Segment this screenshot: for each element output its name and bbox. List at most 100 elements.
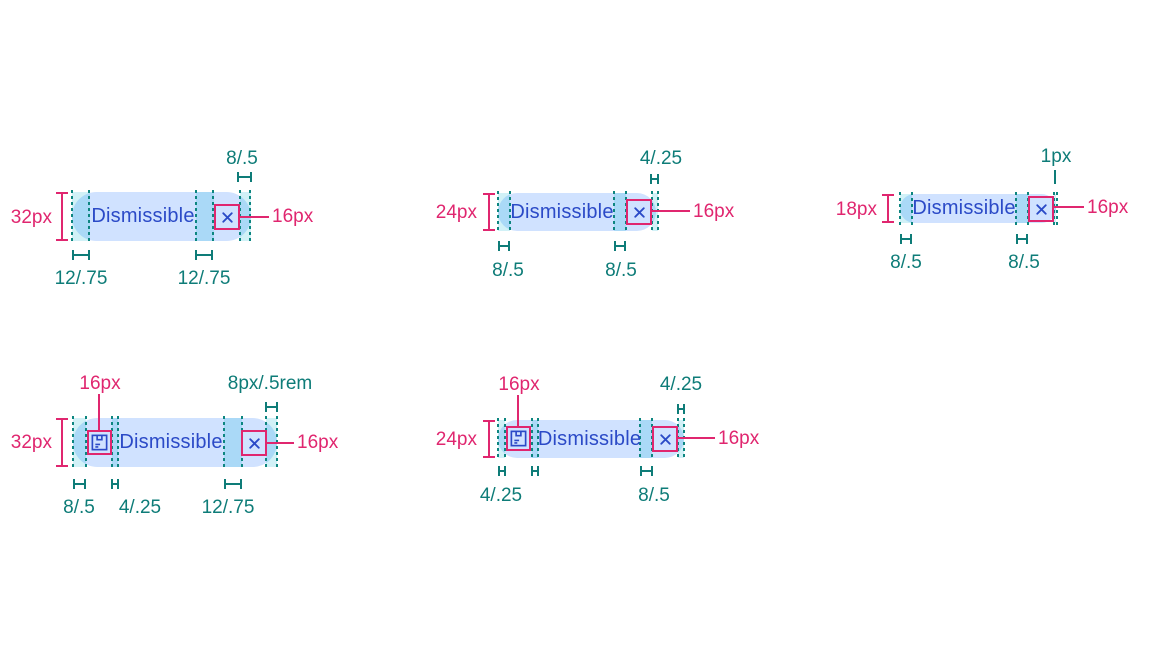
height-label: 24px bbox=[435, 429, 477, 450]
height-bracket bbox=[56, 192, 68, 241]
padding-highlight bbox=[72, 192, 90, 241]
gap-bracket bbox=[73, 479, 86, 489]
guide-line bbox=[111, 416, 113, 469]
close-size-label: 16px bbox=[297, 432, 339, 453]
guide-line bbox=[497, 418, 499, 460]
spacing-highlight bbox=[196, 192, 214, 241]
spacing-highlight bbox=[614, 193, 626, 231]
spacing-highlight bbox=[112, 418, 118, 467]
guide-line bbox=[117, 416, 119, 469]
gap-bracket bbox=[237, 172, 252, 182]
close-button-measure-box bbox=[652, 426, 678, 452]
gap-label: 4/.25 bbox=[639, 148, 683, 169]
guide-line bbox=[639, 418, 641, 460]
close-size-label: 16px bbox=[272, 206, 314, 227]
close-size-label: 16px bbox=[1087, 197, 1129, 218]
callout-line bbox=[267, 442, 294, 444]
gap-label: 8px/.5rem bbox=[227, 373, 313, 394]
gap-label: 12/.75 bbox=[201, 497, 255, 518]
guide-line bbox=[683, 418, 685, 460]
guide-line bbox=[85, 416, 87, 469]
gap-bracket bbox=[498, 466, 506, 476]
close-button-measure-box bbox=[626, 199, 652, 225]
callout-line bbox=[678, 437, 715, 439]
guide-line bbox=[71, 190, 73, 243]
gap-label: 8/.5 bbox=[1008, 252, 1040, 273]
padding-highlight bbox=[498, 420, 505, 458]
gap-label: 8/.5 bbox=[492, 260, 524, 281]
guide-line bbox=[677, 418, 679, 460]
icon-size-label: 16px bbox=[498, 374, 540, 395]
height-bracket bbox=[483, 420, 495, 458]
callout-line bbox=[1054, 206, 1084, 208]
padding-highlight bbox=[498, 193, 510, 231]
leading-icon-measure-box bbox=[506, 426, 531, 451]
close-icon bbox=[659, 433, 671, 445]
gap-label: 4/.25 bbox=[659, 374, 703, 395]
spacing-highlight bbox=[640, 420, 652, 458]
gap-label: 8/.5 bbox=[226, 148, 258, 169]
gap-label: 4/.25 bbox=[479, 485, 523, 506]
box-icon bbox=[91, 434, 108, 451]
guide-line bbox=[613, 191, 615, 233]
height-label: 24px bbox=[435, 202, 477, 223]
close-size-label: 16px bbox=[718, 428, 760, 449]
padding-highlight bbox=[652, 193, 658, 231]
close-button-measure-box bbox=[1028, 196, 1054, 222]
leading-icon-measure-box bbox=[87, 430, 112, 455]
padding-highlight bbox=[678, 420, 684, 458]
guide-line bbox=[509, 191, 511, 233]
spacing-highlight bbox=[1016, 194, 1028, 223]
close-button-measure-box bbox=[214, 204, 240, 230]
guide-line bbox=[651, 191, 653, 233]
guide-line bbox=[504, 418, 506, 460]
guide-line bbox=[497, 191, 499, 233]
gap-bracket bbox=[224, 479, 242, 489]
tag-label: Dismissible bbox=[537, 427, 642, 450]
guide-line bbox=[1053, 192, 1055, 225]
gap-bracket bbox=[531, 466, 539, 476]
gap-bracket bbox=[650, 174, 659, 184]
icon-size-label: 16px bbox=[79, 373, 121, 394]
guide-line bbox=[657, 191, 659, 233]
gap-bracket bbox=[265, 402, 278, 412]
close-icon bbox=[248, 437, 260, 449]
gap-bracket bbox=[498, 241, 510, 251]
tag-label: Dismissible bbox=[119, 431, 223, 453]
height-bracket bbox=[882, 194, 894, 223]
spacing-highlight bbox=[532, 420, 538, 458]
gap-label: 8/.5 bbox=[63, 497, 95, 518]
gap-label: 1px bbox=[1040, 146, 1072, 167]
padding-highlight bbox=[900, 194, 912, 223]
height-label: 32px bbox=[10, 207, 52, 228]
close-icon bbox=[221, 211, 233, 223]
close-icon bbox=[1035, 203, 1047, 215]
gap-label: 4/.25 bbox=[118, 497, 162, 518]
guide-line bbox=[537, 418, 539, 460]
callout-line bbox=[652, 210, 690, 212]
guide-line bbox=[911, 192, 913, 225]
gap-bracket bbox=[640, 466, 653, 476]
gap-bracket bbox=[72, 250, 90, 260]
height-bracket bbox=[483, 193, 495, 231]
gap-bracket bbox=[614, 241, 626, 251]
gap-tick bbox=[1054, 170, 1056, 184]
guide-line bbox=[531, 418, 533, 460]
guide-line bbox=[1056, 192, 1058, 225]
padding-highlight bbox=[1054, 194, 1056, 223]
tag-label: Dismissible bbox=[510, 200, 614, 223]
tag bbox=[900, 194, 1056, 223]
height-bracket bbox=[56, 418, 68, 467]
gap-label: 12/.75 bbox=[177, 268, 231, 289]
callout-line bbox=[98, 394, 100, 430]
gap-bracket bbox=[195, 250, 213, 260]
callout-line bbox=[517, 395, 519, 426]
guide-line bbox=[88, 190, 90, 243]
guide-line bbox=[899, 192, 901, 225]
gap-label: 12/.75 bbox=[54, 268, 108, 289]
